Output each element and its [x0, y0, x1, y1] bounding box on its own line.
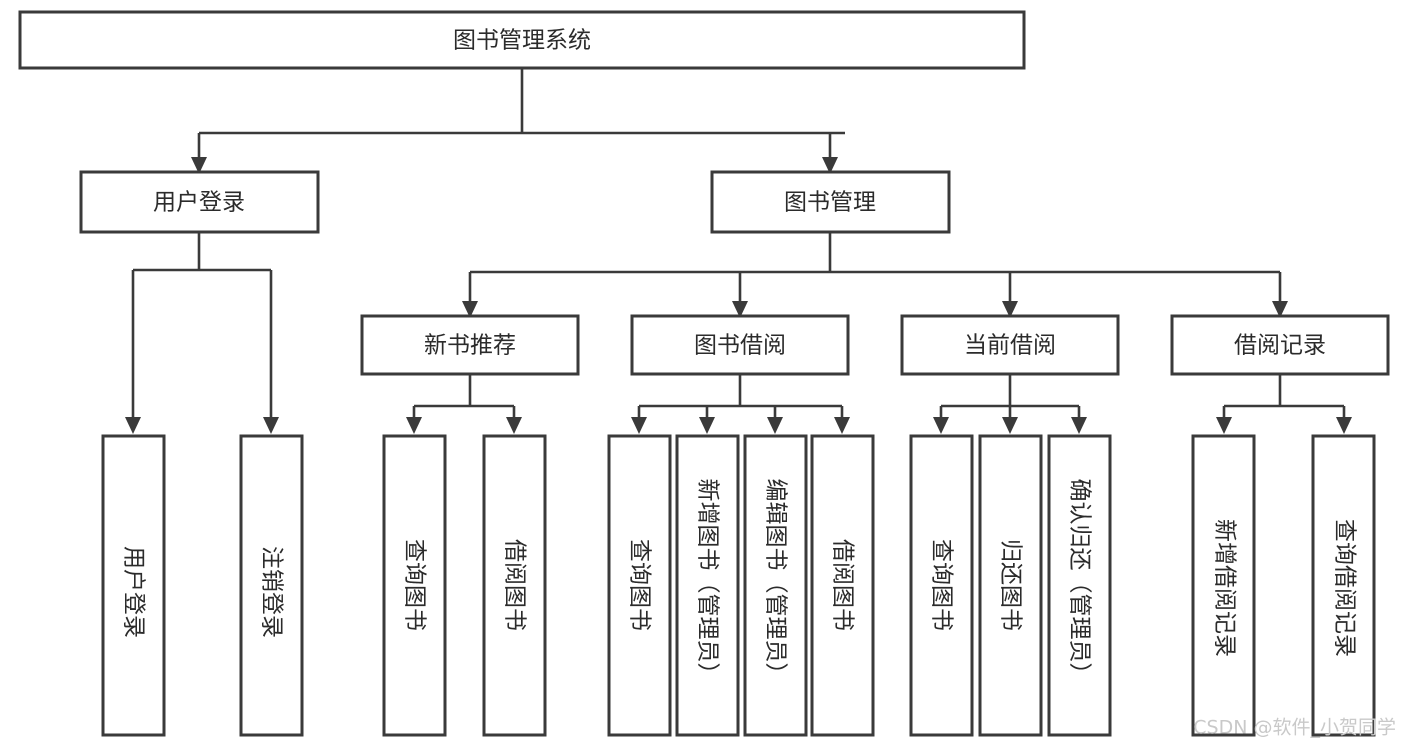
node-leaf-add-book-box[interactable] [675, 434, 740, 737]
arrow-to-leaf-add-book [699, 417, 715, 434]
arrow-to-leaf-borrow-book-1 [506, 417, 522, 434]
node-leaf-user-login-box[interactable] [101, 434, 166, 737]
node-root-label: 图书管理系统 [453, 28, 591, 54]
node-leaf-query-record-label: 查询借阅记录 [1332, 519, 1358, 657]
node-leaf-edit-book-box[interactable] [743, 434, 808, 737]
node-borrow-record-box[interactable] [1170, 314, 1390, 376]
arrow-to-leaf-query-book-1 [406, 417, 422, 434]
node-leaf-logout-box[interactable] [239, 434, 304, 737]
node-new-book-recommend[interactable]: 新书推荐 [360, 314, 580, 376]
node-leaf-query-book-3-label: 查询图书 [929, 539, 955, 631]
node-leaf-borrow-book-2[interactable]: 借阅图书 [810, 434, 875, 737]
node-root-box[interactable] [18, 10, 1026, 70]
node-leaf-confirm-return[interactable]: 确认归还（管理员） [1047, 434, 1112, 737]
node-borrow-record[interactable]: 借阅记录 [1170, 314, 1390, 376]
arrow-to-leaf-confirm-return [1071, 417, 1087, 434]
node-leaf-query-record[interactable]: 查询借阅记录 [1311, 434, 1376, 737]
node-leaf-edit-book[interactable]: 编辑图书（管理员） [743, 434, 808, 737]
node-leaf-query-book-1[interactable]: 查询图书 [382, 434, 447, 737]
node-current-borrow-box[interactable] [900, 314, 1120, 376]
node-borrow-record-label: 借阅记录 [1234, 333, 1326, 359]
node-book-borrow[interactable]: 图书借阅 [630, 314, 850, 376]
node-book-management[interactable]: 图书管理 [710, 170, 951, 234]
node-leaf-add-record-label: 新增借阅记录 [1212, 519, 1238, 657]
arrow-to-leaf-edit-book [767, 417, 783, 434]
node-leaf-query-book-2[interactable]: 查询图书 [607, 434, 672, 737]
node-user-login-label: 用户登录 [153, 190, 245, 216]
node-leaf-add-book[interactable]: 新增图书（管理员） [675, 434, 740, 737]
node-current-borrow[interactable]: 当前借阅 [900, 314, 1120, 376]
node-book-borrow-box[interactable] [630, 314, 850, 376]
node-leaf-return-book-box[interactable] [978, 434, 1043, 737]
node-leaf-query-book-2-label: 查询图书 [627, 539, 653, 631]
node-leaf-query-book-2-box[interactable] [607, 434, 672, 737]
node-current-borrow-label: 当前借阅 [964, 333, 1056, 359]
node-user-login[interactable]: 用户登录 [79, 170, 320, 234]
node-book-management-label: 图书管理 [784, 190, 876, 216]
node-leaf-user-login[interactable]: 用户登录 [101, 434, 166, 737]
arrow-to-leaf-add-record [1216, 417, 1232, 434]
node-leaf-logout[interactable]: 注销登录 [239, 434, 304, 737]
connector-layer [125, 68, 1352, 434]
node-leaf-query-record-box[interactable] [1311, 434, 1376, 737]
node-new-book-recommend-label: 新书推荐 [424, 333, 516, 359]
node-root[interactable]: 图书管理系统 [18, 10, 1026, 70]
arrow-to-leaf-query-book-3 [933, 417, 949, 434]
node-leaf-confirm-return-box[interactable] [1047, 434, 1112, 737]
node-leaf-borrow-book-1-box[interactable] [482, 434, 547, 737]
node-user-login-box[interactable] [79, 170, 320, 234]
arrow-to-leaf-return-book [1002, 417, 1018, 434]
arrow-to-leaf-logout [263, 417, 279, 434]
node-book-borrow-label: 图书借阅 [694, 333, 786, 359]
node-leaf-query-book-1-box[interactable] [382, 434, 447, 737]
node-leaf-query-book-3[interactable]: 查询图书 [909, 434, 974, 737]
node-leaf-return-book[interactable]: 归还图书 [978, 434, 1043, 737]
node-new-book-recommend-box[interactable] [360, 314, 580, 376]
node-leaf-confirm-return-label: 确认归还（管理员） [1067, 479, 1093, 686]
node-leaf-edit-book-label: 编辑图书（管理员） [763, 479, 789, 686]
node-leaf-logout-label: 注销登录 [259, 546, 285, 638]
arrow-to-leaf-query-book-2 [631, 417, 647, 434]
node-leaf-query-book-3-box[interactable] [909, 434, 974, 737]
node-leaf-return-book-label: 归还图书 [998, 539, 1024, 631]
node-leaf-borrow-book-2-box[interactable] [810, 434, 875, 737]
node-leaf-borrow-book-1[interactable]: 借阅图书 [482, 434, 547, 737]
arrow-to-leaf-query-record [1336, 417, 1352, 434]
node-leaf-borrow-book-2-label: 借阅图书 [830, 539, 856, 631]
node-leaf-user-login-label: 用户登录 [121, 546, 147, 638]
node-leaf-add-record[interactable]: 新增借阅记录 [1191, 434, 1256, 737]
node-leaf-query-book-1-label: 查询图书 [402, 539, 428, 631]
node-leaf-borrow-book-1-label: 借阅图书 [502, 539, 528, 631]
arrow-to-leaf-user-login [125, 417, 141, 434]
arrow-to-leaf-borrow-book-2 [834, 417, 850, 434]
node-leaf-add-record-box[interactable] [1191, 434, 1256, 737]
node-leaf-add-book-label: 新增图书（管理员） [695, 479, 721, 686]
node-book-management-box[interactable] [710, 170, 951, 234]
csdn-watermark: CSDN @软件_小贺同学 [1193, 717, 1396, 739]
